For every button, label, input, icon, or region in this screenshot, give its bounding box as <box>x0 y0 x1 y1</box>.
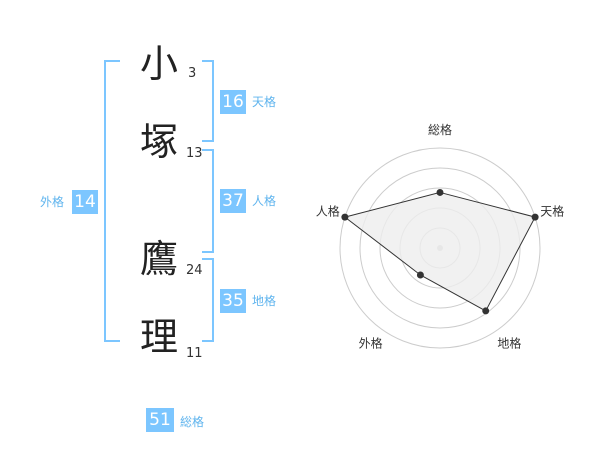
radar-axis-label: 天格 <box>540 204 564 219</box>
gaikaku-bracket <box>104 60 120 342</box>
char-1: 小 <box>140 42 179 86</box>
radar-axis-label: 総格 <box>428 122 452 137</box>
tenkaku-bracket <box>202 60 214 142</box>
char-4-strokes: 11 <box>186 346 203 361</box>
radar-point-0 <box>436 188 444 196</box>
radar-axis-label: 地格 <box>497 335 521 350</box>
tenkaku-value: 16 <box>220 90 246 114</box>
chikaku-label: 地格 <box>252 294 277 308</box>
radar-data-polygon <box>343 191 536 312</box>
soukaku-label: 総格 <box>180 415 205 429</box>
jinkaku-value: 37 <box>220 189 246 213</box>
radar-grid-ring <box>359 167 521 329</box>
radar-point-4 <box>341 213 349 221</box>
radar-point-2 <box>482 307 490 315</box>
radar-point-3 <box>416 271 424 279</box>
radar-grid-ring <box>339 147 541 349</box>
radar-axis-label: 外格 <box>359 335 383 350</box>
char-3: 鷹 <box>140 237 179 281</box>
char-4: 理 <box>140 315 179 359</box>
radar-point-1 <box>531 213 539 221</box>
soukaku-value: 51 <box>146 408 174 432</box>
char-2: 塚 <box>140 120 179 164</box>
tenkaku-label: 天格 <box>252 95 277 109</box>
gaikaku-label: 外格 <box>40 195 65 209</box>
char-3-strokes: 24 <box>186 263 203 278</box>
radar-points <box>341 188 539 315</box>
radar-axis-label: 人格 <box>316 204 340 219</box>
gaikaku-value: 14 <box>72 190 98 214</box>
chikaku-value: 35 <box>220 289 246 313</box>
jinkaku-bracket <box>202 149 214 253</box>
char-2-strokes: 13 <box>186 146 203 161</box>
chikaku-bracket <box>202 258 214 342</box>
jinkaku-label: 人格 <box>252 194 277 208</box>
char-1-strokes: 3 <box>188 66 197 81</box>
